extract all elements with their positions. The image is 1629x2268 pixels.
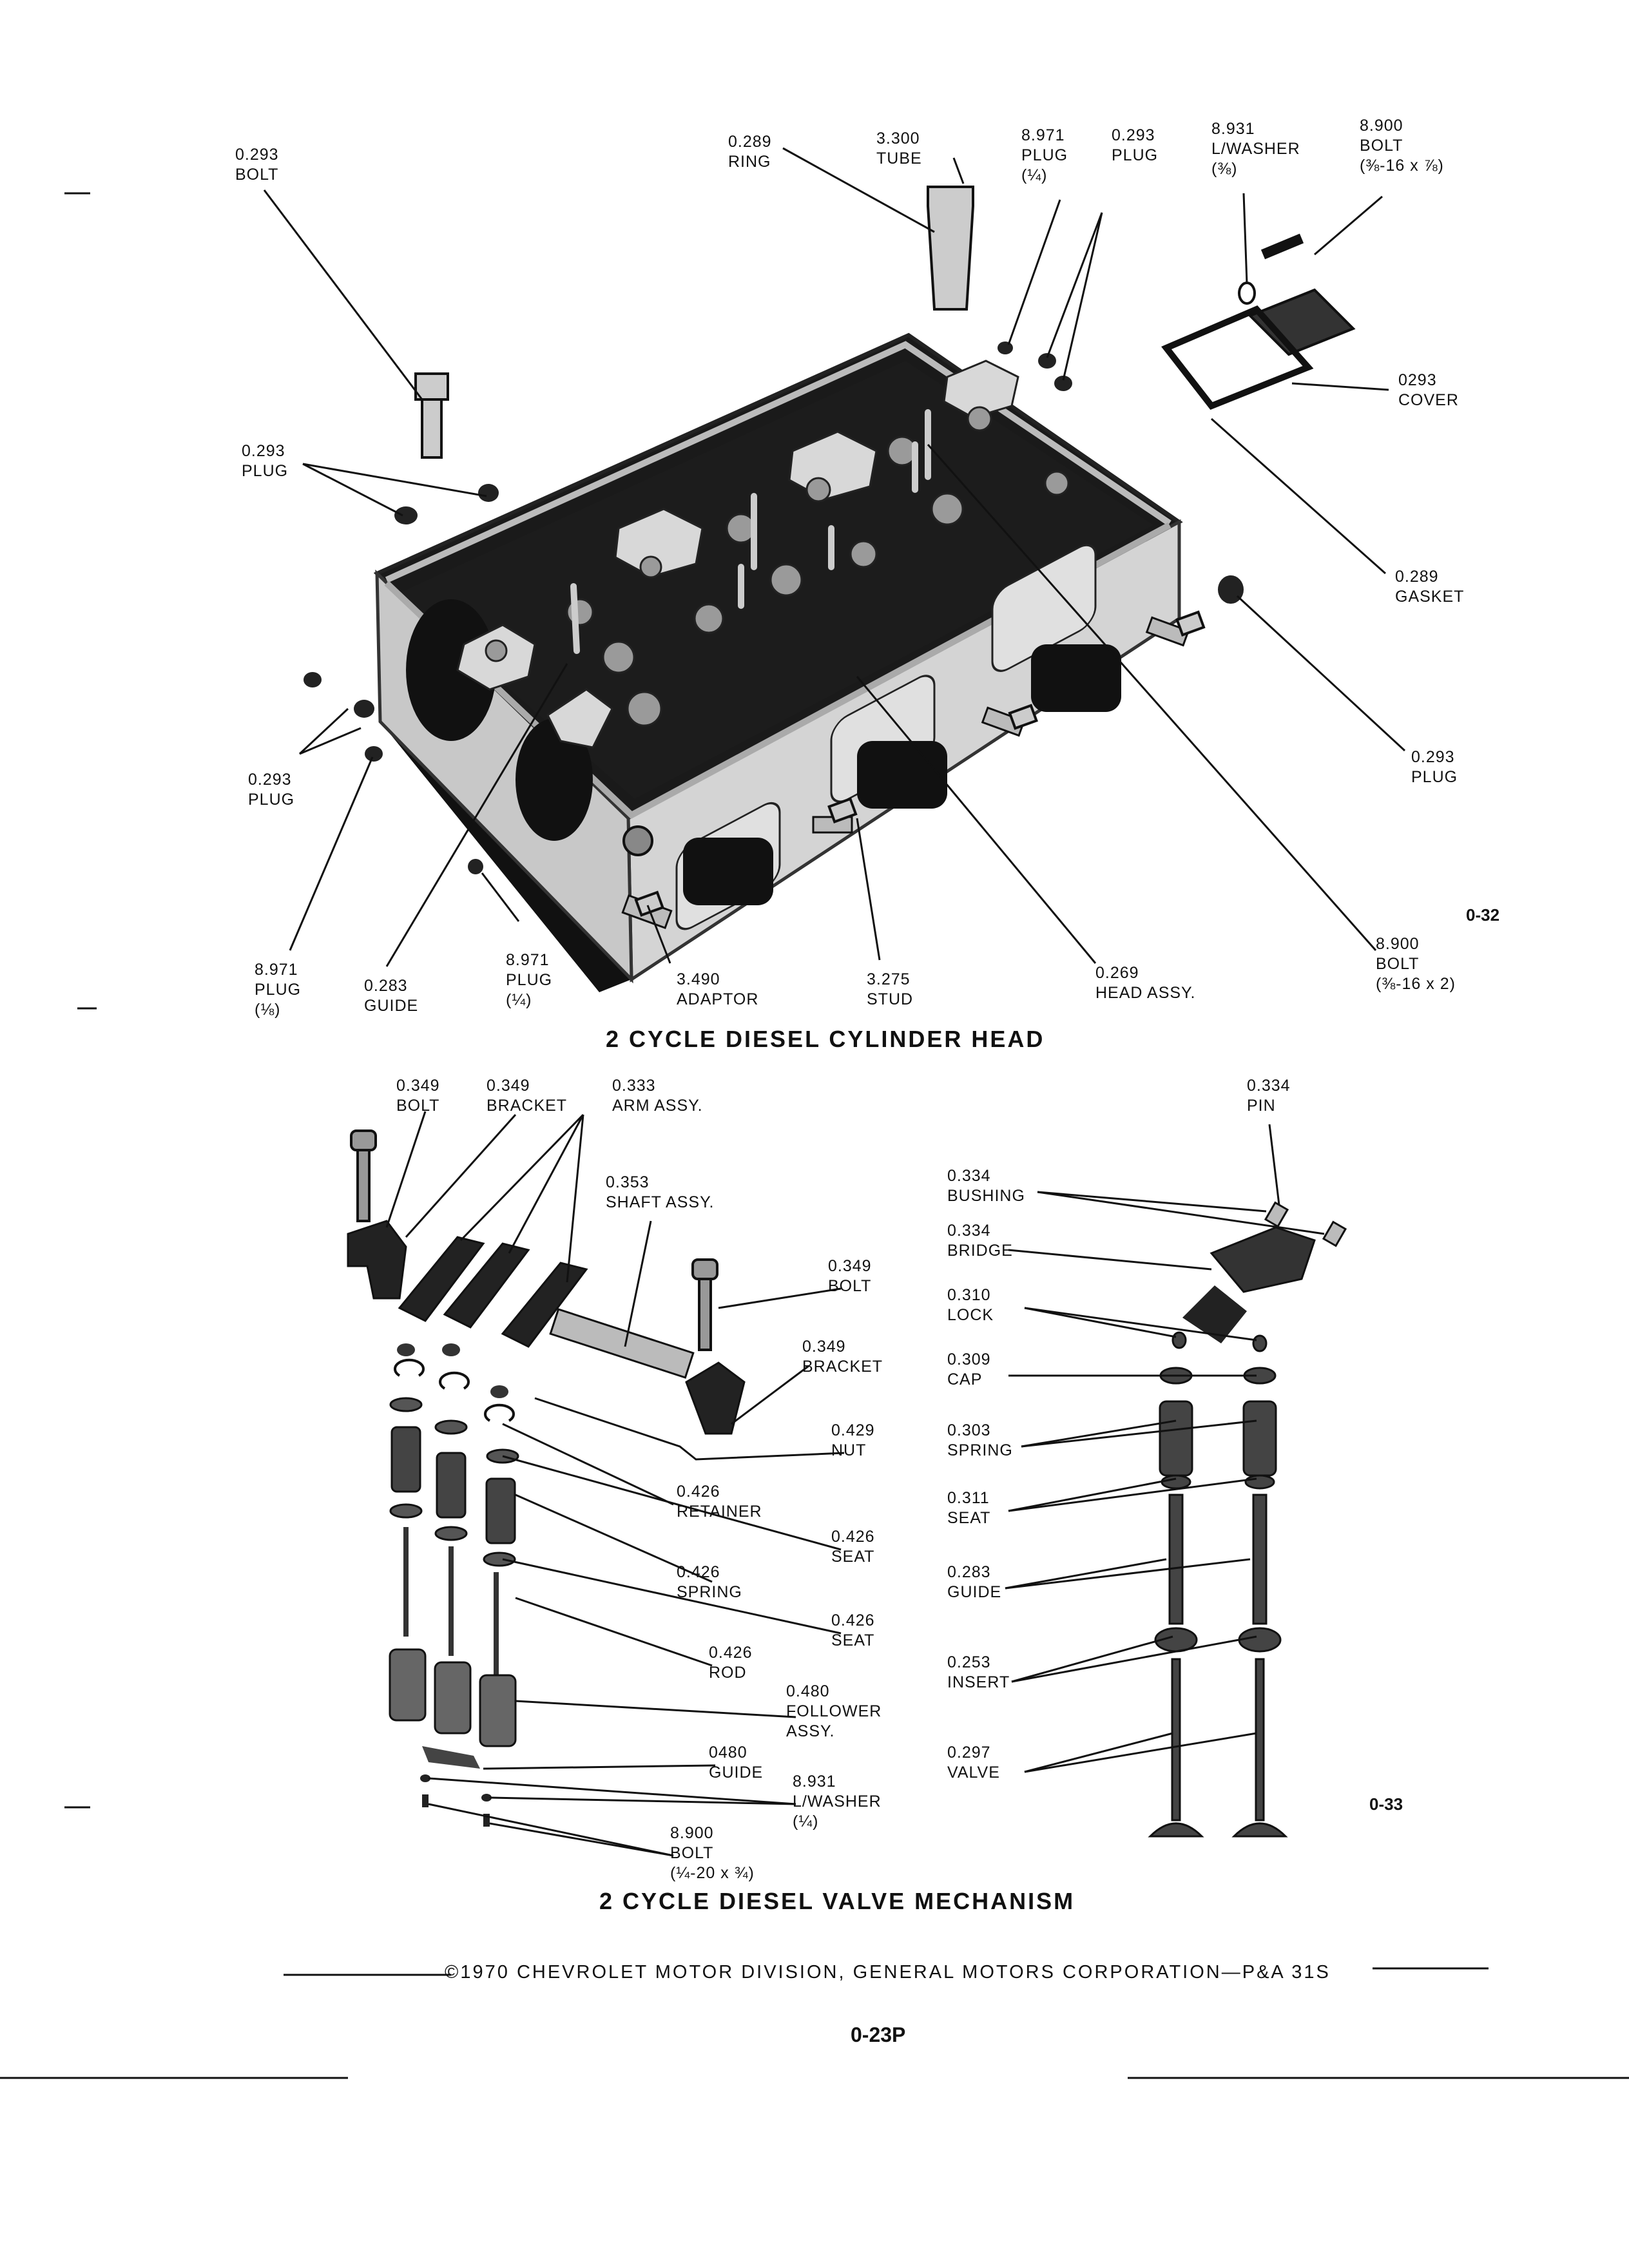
copyright-line: ©1970 CHEVROLET MOTOR DIVISION, GENERAL …: [445, 1962, 1331, 1983]
rocker-mechanism: [347, 1129, 746, 1827]
cylinder-head-block: [373, 332, 1190, 992]
valve-assembly: [1148, 1201, 1347, 1838]
head-diagram-title: 2 CYCLE DIESEL CYLINDER HEAD: [606, 1026, 1045, 1052]
head-leader-lines: [263, 147, 1406, 967]
page-number: 0-23P: [851, 2023, 906, 2046]
valve-diagram-title: 2 CYCLE DIESEL VALVE MECHANISM: [599, 1888, 1075, 1914]
figure-number-head: 0-32: [1466, 905, 1500, 925]
figure-number-valve: 0-33: [1369, 1794, 1403, 1814]
rules: [0, 192, 1629, 2079]
valve-leader-lines: [385, 1111, 1325, 1857]
